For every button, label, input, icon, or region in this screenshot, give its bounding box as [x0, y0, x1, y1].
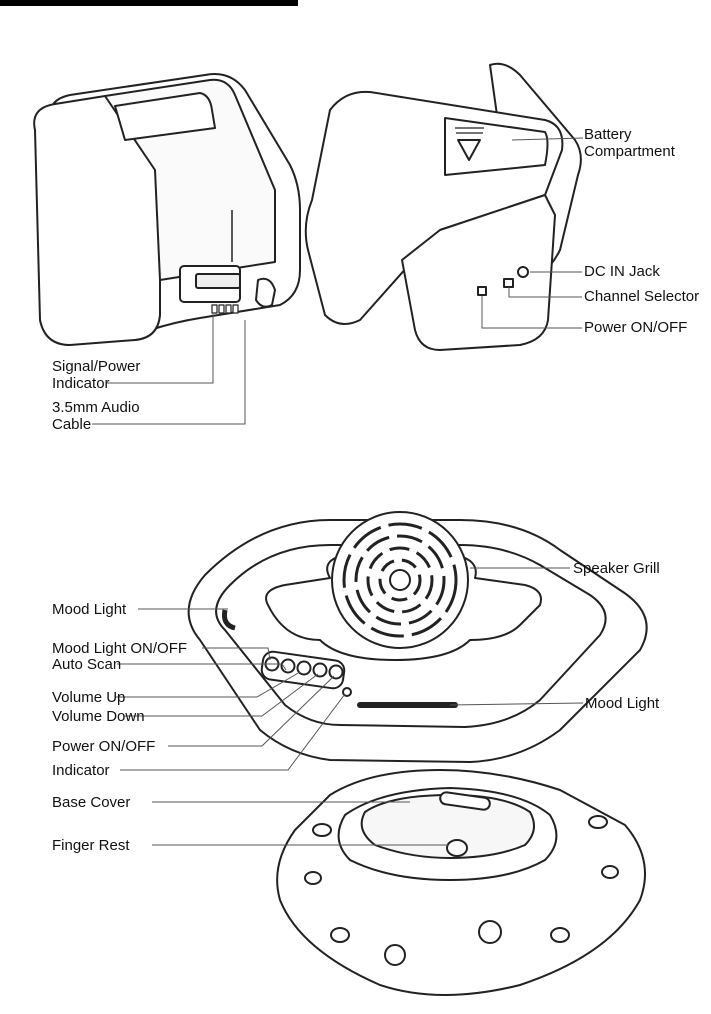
label-finger-rest: Finger Rest	[52, 837, 130, 854]
label-signal-power-line1: Signal/Power	[52, 358, 140, 375]
label-mood-light-left: Mood Light	[52, 601, 126, 618]
label-dc-in-jack: DC IN Jack	[584, 263, 660, 280]
power-switch	[478, 287, 486, 295]
speaker-bottom	[277, 770, 645, 995]
speaker-grill-center	[390, 570, 410, 590]
label-battery-line1: Battery	[584, 126, 632, 143]
label-power-onoff-top: Power ON/OFF	[584, 319, 687, 336]
label-battery-line2: Compartment	[584, 143, 675, 160]
label-audio-cable-line2: Cable	[52, 416, 91, 433]
speaker-top	[189, 512, 647, 762]
label-channel-selector: Channel Selector	[584, 288, 699, 305]
label-auto-scan: Auto Scan	[52, 656, 121, 673]
label-power-onoff-bottom: Power ON/OFF	[52, 738, 155, 755]
label-audio-cable-line1: 3.5mm Audio	[52, 399, 140, 416]
label-base-cover: Base Cover	[52, 794, 130, 811]
dock-plug	[196, 274, 240, 288]
label-mood-light-right: Mood Light	[585, 695, 659, 712]
audio-cable-plug	[256, 279, 275, 307]
speaker-back-view	[306, 64, 581, 350]
label-speaker-grill: Speaker Grill	[573, 560, 660, 577]
label-indicator: Indicator	[52, 762, 110, 779]
header-rule	[0, 0, 298, 6]
dc-jack-socket	[518, 267, 528, 277]
finger-rest-dimple	[447, 840, 467, 856]
transmitter-dock-front	[34, 74, 300, 345]
label-signal-power-line2: Indicator	[52, 375, 110, 392]
label-volume-up: Volume Up	[52, 689, 125, 706]
label-volume-down: Volume Down	[52, 708, 145, 725]
label-mood-light-onoff: Mood Light ON/OFF	[52, 640, 187, 657]
channel-switch	[504, 279, 513, 287]
